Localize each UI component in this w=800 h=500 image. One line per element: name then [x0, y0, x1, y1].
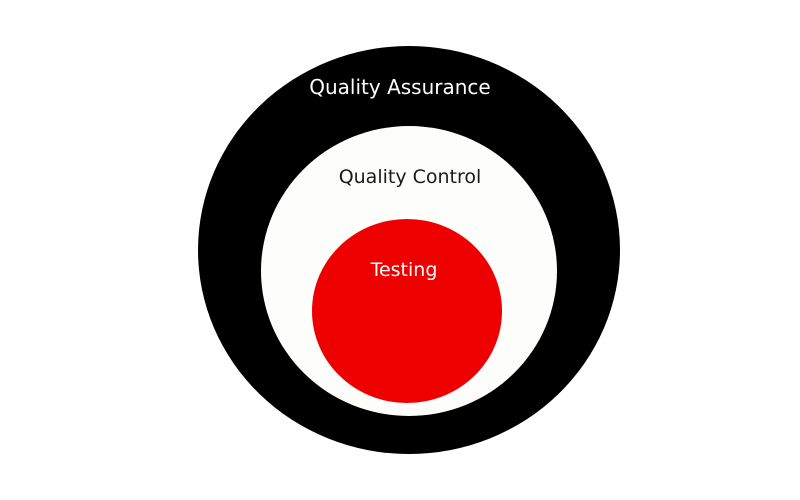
- testing-circle: [312, 219, 502, 403]
- quality-assurance-label: Quality Assurance: [309, 75, 490, 99]
- testing-label: Testing: [370, 259, 438, 281]
- quality-control-label: Quality Control: [339, 166, 482, 188]
